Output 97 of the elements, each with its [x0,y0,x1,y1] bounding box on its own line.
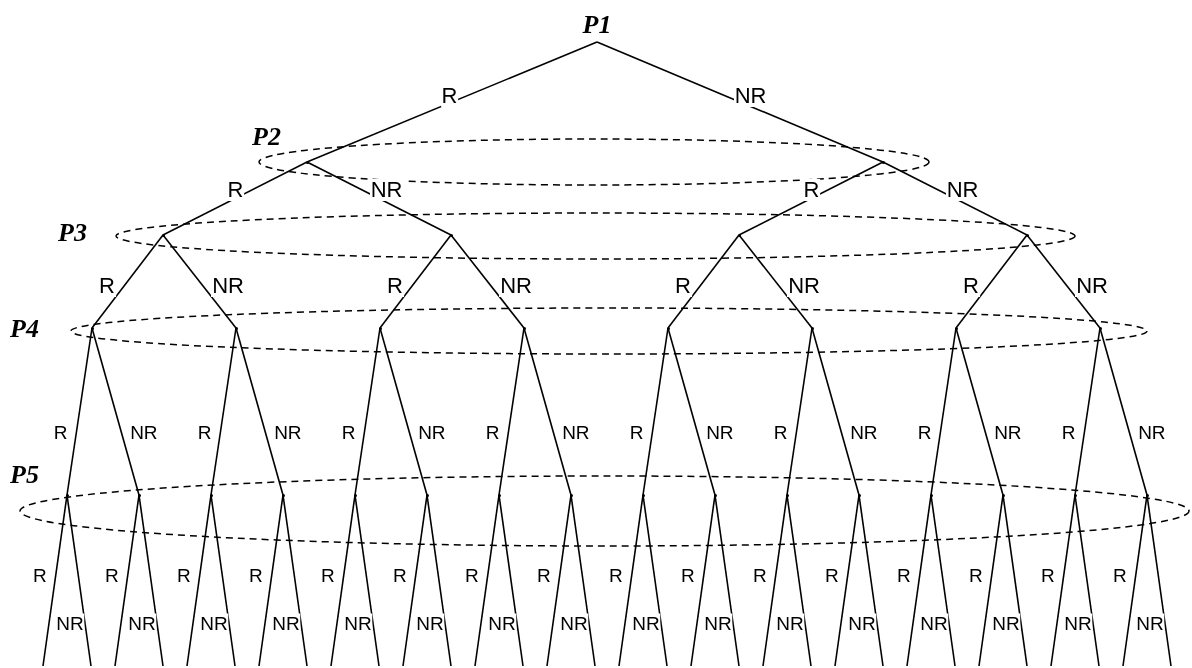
tree-branch [306,41,598,163]
tree-branch [642,494,668,667]
edge-label: R [440,85,459,107]
tree-branch [714,494,740,667]
tree-branch [667,234,740,329]
tree-branch [379,234,452,329]
information-set-ellipse [58,212,1076,260]
player-label: P4 [10,316,39,342]
tree-branch [450,234,525,329]
tree-branch [738,234,813,329]
tree-branch [1099,327,1148,496]
tree-branch [282,494,308,667]
tree-branch [186,494,212,667]
tree-branch [66,327,93,496]
tree-branch [138,494,164,667]
tree-branch [738,161,884,236]
tree-branch [66,494,92,667]
tree-branch [1074,494,1100,667]
edge-label: NR [1075,275,1109,298]
tree-branch [811,327,860,496]
tree-branch [858,494,884,667]
edge-label: R [674,275,692,298]
edge-label: R [802,178,821,201]
tree-branch [210,327,237,496]
edge-label: R [386,275,404,298]
tree-branch [930,494,956,667]
tree-branch [474,494,500,667]
tree-branch [546,494,572,667]
tree-branch [786,494,812,667]
tree-branch [596,41,884,163]
tree-branch [570,494,596,667]
tree-branch [955,327,1004,496]
edge-label: NR [369,178,404,201]
edge-label: R [98,275,116,298]
edge-label: NR [199,613,229,633]
tree-branch [955,234,1028,329]
edge-label: NR [211,275,245,298]
tree-branch [667,327,716,496]
edge-label: NR [415,613,445,633]
tree-branch [1050,494,1076,667]
edge-label: NR [991,613,1021,633]
player-label: P3 [58,220,87,246]
player-label: P5 [10,462,39,488]
tree-branch [786,327,813,496]
tree-branch [162,161,308,236]
edge-label: NR [919,613,949,633]
tree-branch [114,494,140,667]
edge-label: NR [55,613,85,633]
edge-label: NR [775,613,805,633]
tree-branch [210,494,236,667]
edge-label: NR [787,275,821,298]
tree-branch [42,494,68,667]
tree-branch [1026,234,1101,329]
edge-label: NR [631,613,661,633]
tree-branch [690,494,716,667]
information-set-ellipse [10,307,1148,355]
tree-branch [498,327,525,496]
tree-branch [523,327,572,496]
edge-label: NR [1063,613,1093,633]
edge-label: NR [1135,613,1165,633]
tree-branch [882,161,1028,236]
edge-label: NR [127,613,157,633]
edge-label: NR [703,613,733,633]
tree-branch [834,494,860,667]
tree-branch [258,494,284,667]
tree-branch [762,494,788,667]
tree-branch [930,327,957,496]
tree-branch [618,494,644,667]
edge-label: NR [271,613,301,633]
tree-branch [906,494,932,667]
edge-label: NR [499,275,533,298]
tree-branch [1074,327,1101,496]
tree-branch [498,494,524,667]
edge-label: NR [733,85,768,107]
tree-branch [306,161,452,236]
tree-branch [235,327,284,496]
tree-branch [162,234,237,329]
tree-branch [330,494,356,667]
tree-branch [1146,494,1172,667]
tree-branch [426,494,452,667]
tree-branch [379,327,428,496]
edge-label: NR [847,613,877,633]
edge-label: NR [487,613,517,633]
tree-branch [978,494,1004,667]
edge-label: NR [343,613,373,633]
tree-branch [91,234,164,329]
tree-branch [354,327,381,496]
tree-branch [1122,494,1148,667]
tree-branch [642,327,669,496]
tree-branch [402,494,428,667]
tree-branch [1002,494,1028,667]
edge-label: NR [559,613,589,633]
edge-label: R [962,275,980,298]
player-label: P1 [582,4,612,42]
player-label: P2 [252,124,281,150]
tree-branch [91,327,140,496]
tree-branch [354,494,380,667]
